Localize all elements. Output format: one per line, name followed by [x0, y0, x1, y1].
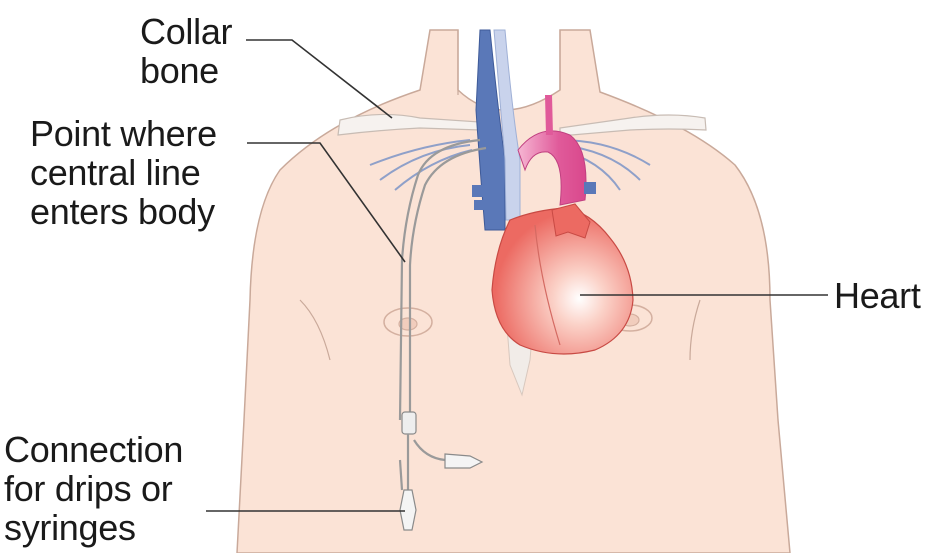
connector-hub	[402, 412, 416, 434]
bottom-connector	[400, 490, 416, 530]
artery-branch	[545, 95, 553, 135]
label-heart: Heart	[834, 276, 921, 315]
artery-clip	[584, 182, 596, 194]
label-connection: Connection for drips or syringes	[4, 430, 183, 547]
vein-clip-2	[474, 200, 488, 210]
label-entry-point: Point where central line enters body	[30, 114, 217, 231]
vein-clip-1	[472, 185, 486, 197]
leader-collar-bone	[246, 40, 392, 118]
label-collar-bone: Collar bone	[140, 12, 232, 90]
